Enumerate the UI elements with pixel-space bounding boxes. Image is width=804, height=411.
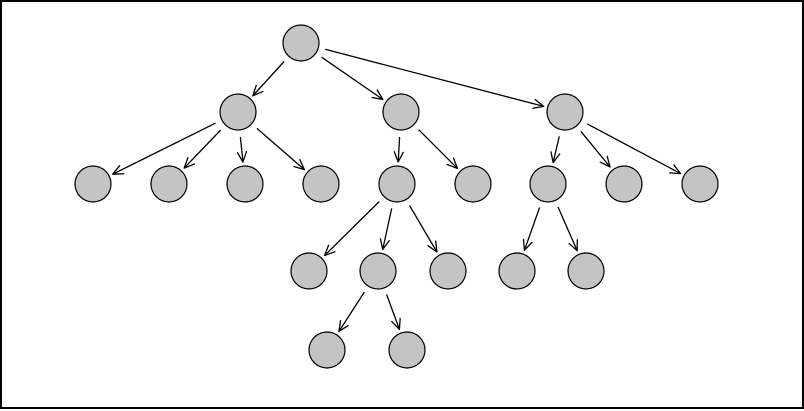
edge-n1-n6 <box>236 136 248 163</box>
edge-n1-n4 <box>112 122 216 175</box>
edge-n8-n14 <box>379 208 393 251</box>
tree-node-n15 <box>429 252 467 290</box>
tree-node-n2 <box>382 93 420 131</box>
tree-node-n18 <box>308 331 346 369</box>
tree-node-n8 <box>378 165 416 203</box>
tree-node-n6 <box>226 165 264 203</box>
tree-node-n11 <box>605 165 643 203</box>
edge-n2-n8 <box>393 136 404 163</box>
edge-n0-n2 <box>321 56 384 101</box>
tree-node-n1 <box>219 93 257 131</box>
tree-node-n19 <box>388 331 426 369</box>
tree-node-n17 <box>567 252 605 290</box>
tree-node-n10 <box>529 165 567 203</box>
tree-node-n14 <box>359 252 397 290</box>
tree-node-n4 <box>74 165 112 203</box>
tree-node-n3 <box>546 93 584 131</box>
tree-node-n5 <box>150 165 188 203</box>
edges-layer <box>112 48 682 333</box>
edge-n3-n10 <box>550 136 561 164</box>
edge-n3-n11 <box>580 130 611 168</box>
tree-node-n7 <box>302 165 340 203</box>
tree-node-n16 <box>498 252 536 290</box>
edge-n1-n5 <box>183 129 222 169</box>
edge-n14-n19 <box>385 294 401 330</box>
edge-n3-n12 <box>586 123 682 175</box>
edge-n10-n16 <box>522 207 541 251</box>
edge-n0-n1 <box>252 61 285 97</box>
edge-n8-n13 <box>323 201 380 257</box>
edge-n0-n3 <box>325 48 545 109</box>
tree-node-n13 <box>290 252 328 290</box>
edge-n8-n15 <box>409 205 438 253</box>
edge-n14-n18 <box>338 291 365 333</box>
edge-n2-n9 <box>418 129 459 170</box>
nodes-layer <box>74 24 719 369</box>
edge-n10-n17 <box>557 206 578 252</box>
edge-n1-n7 <box>256 127 306 171</box>
tree-node-n9 <box>454 165 492 203</box>
tree-node-n12 <box>681 165 719 203</box>
tree-node-n0 <box>282 24 320 62</box>
